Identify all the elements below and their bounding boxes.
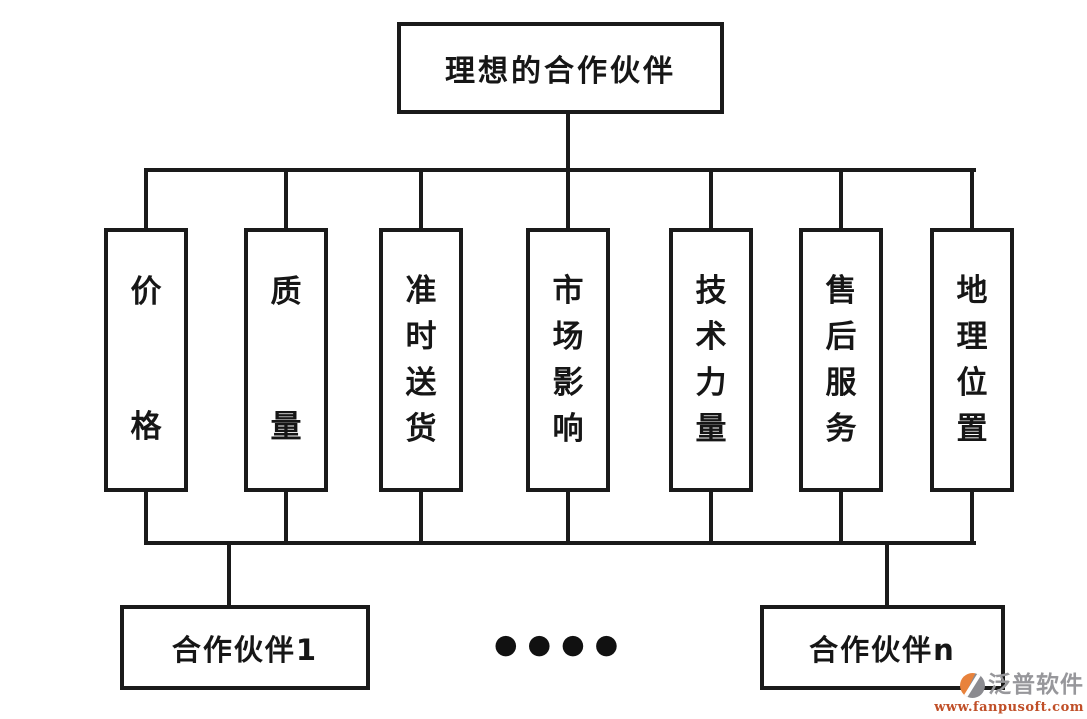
root-node-ideal-partner: 理想的合作伙伴: [397, 22, 724, 114]
watermark-brand-text: 泛普软件: [988, 672, 1084, 698]
connector-up-quality: [284, 490, 288, 543]
criterion-box-ontime-delivery: 准时送货: [379, 228, 463, 492]
criterion-label-ontime-delivery: 准时送货: [405, 272, 437, 447]
watermark-url-text: www.fanpusoft.com: [934, 700, 1084, 715]
criterion-box-aftersales-service: 售后服务: [799, 228, 883, 492]
criterion-box-technical-strength: 技术力量: [669, 228, 753, 492]
connector-up-location: [970, 490, 974, 543]
connector-top-rail: [144, 168, 976, 172]
connector-bottom-rail: [144, 541, 976, 545]
connector-up-price: [144, 490, 148, 543]
watermark: 泛普软件 www.fanpusoft.com: [934, 673, 1084, 714]
criterion-box-quality: 质量: [244, 228, 328, 492]
criterion-label-price: 价格: [130, 274, 162, 445]
criterion-label-market-influence: 市场影响: [552, 272, 584, 447]
criterion-label-technical-strength: 技术力量: [695, 272, 727, 447]
criterion-box-market-influence: 市场影响: [526, 228, 610, 492]
connector-up-market: [566, 490, 570, 543]
criterion-box-price: 价格: [104, 228, 188, 492]
connector-drop-price: [144, 170, 148, 228]
connector-up-service: [839, 490, 843, 543]
connector-drop-delivery: [419, 170, 423, 228]
connector-up-technical: [709, 490, 713, 543]
partner-1-label: 合作伙伴1: [171, 632, 319, 667]
partner-node-n: 合作伙伴n: [760, 605, 1005, 690]
root-node-label: 理想的合作伙伴: [445, 54, 676, 89]
connector-root-drop: [566, 110, 570, 172]
connector-drop-partner-1: [227, 543, 231, 607]
connector-drop-partner-n: [885, 543, 889, 607]
connector-drop-service: [839, 170, 843, 228]
partner-n-label: 合作伙伴n: [809, 632, 956, 667]
fanpu-logo-icon: [960, 673, 985, 698]
criterion-label-geographic-location: 地理位置: [956, 272, 988, 447]
partners-ellipsis-dots: ●●●●: [494, 629, 629, 660]
connector-drop-market: [566, 170, 570, 228]
connector-drop-quality: [284, 170, 288, 228]
partner-node-1: 合作伙伴1: [120, 605, 370, 690]
criterion-label-quality: 质量: [270, 274, 302, 445]
connector-drop-technical: [709, 170, 713, 228]
connector-up-delivery: [419, 490, 423, 543]
criterion-box-geographic-location: 地理位置: [930, 228, 1014, 492]
connector-drop-location: [970, 170, 974, 228]
criterion-label-aftersales-service: 售后服务: [825, 272, 857, 447]
